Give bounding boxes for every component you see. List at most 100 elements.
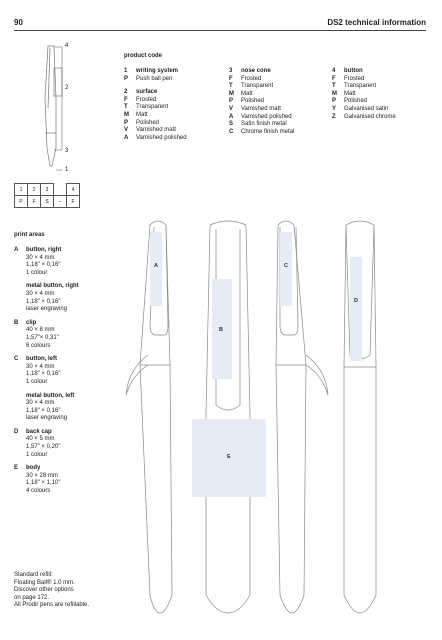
code-option: F Frosted [332, 76, 432, 84]
print-areas-heading: print areas [14, 232, 45, 238]
option-label: Transparent [344, 83, 377, 90]
print-area-title: back cap [26, 428, 52, 435]
print-area-spec: 1 colour [26, 451, 48, 458]
print-area-code: D [14, 428, 19, 435]
code-group-number: 2 [124, 89, 128, 96]
option-code: T [124, 104, 128, 111]
table-cell: F [66, 195, 80, 208]
option-label: Frosted [344, 75, 365, 82]
option-code: P [124, 119, 129, 126]
option-code: M [229, 90, 234, 97]
table-cell: 3 [40, 183, 54, 196]
option-code: M [332, 90, 337, 97]
footnote-line: Standard refill: [14, 572, 53, 578]
page-number: 90 [14, 18, 23, 27]
print-area-spec: 30 × 4 mm [26, 254, 55, 261]
code-group-title: button [344, 68, 363, 74]
print-area-spec: 1,57" × 0,20" [26, 444, 61, 451]
callout-1: 1 [65, 167, 69, 173]
code-group-number: 4 [332, 68, 336, 74]
print-area-title: button, right [26, 247, 62, 253]
print-area-title: clip [26, 319, 37, 326]
print-area-b [212, 279, 232, 379]
callout-4: 4 [65, 43, 69, 49]
print-area-code: C [14, 356, 19, 363]
table-cell: 1 [14, 183, 28, 196]
print-area-e-label: E [227, 454, 231, 460]
option-code: F [332, 75, 336, 82]
option-code: T [332, 83, 336, 90]
option-code: C [229, 128, 234, 135]
print-area-c-label: C [284, 263, 288, 269]
print-area-title: button, left [26, 356, 57, 363]
pen-2-outline [205, 220, 251, 614]
pen-drawings [125, 220, 377, 614]
code-option: T Transparent [332, 83, 432, 91]
option-code: A [229, 113, 234, 120]
product-code-table: 1 2 3 4 P F S – F [14, 183, 80, 208]
print-area-spec: 30 × 28 mm [26, 472, 58, 479]
option-label: Chrome finish metal [241, 128, 295, 135]
print-area-b-label: B [219, 327, 223, 333]
table-cell: – [53, 195, 67, 208]
code-group-title: writing system [136, 68, 179, 74]
print-area-spec: 40 × 8 mm [26, 327, 55, 334]
table-cell: S [40, 195, 54, 208]
option-label: Satin finish metal [241, 121, 287, 128]
option-label: Varnished polished [136, 134, 187, 141]
print-area-d [350, 257, 362, 361]
pen-4-outline [343, 220, 377, 614]
option-label: Varnished matt [136, 127, 176, 134]
table-cell: P [14, 195, 28, 208]
print-area-title: metal button, left [26, 392, 75, 399]
footnote-line: Discover other options [14, 587, 74, 594]
print-area-spec: 30 × 4 mm [26, 290, 55, 297]
code-group-title: nose cone [241, 68, 271, 74]
option-code: P [332, 98, 337, 105]
option-code: P [229, 98, 234, 105]
print-area-spec: 1,18" × 0,16" [26, 262, 61, 269]
footnote-line: Floating Ball® 1.0 mm. [14, 579, 75, 586]
print-area-c [280, 232, 292, 306]
code-option: T Transparent [229, 83, 329, 91]
option-label: Frosted [241, 75, 262, 82]
option-code: Y [332, 105, 337, 112]
option-label: Varnished polished [241, 113, 292, 120]
footnote-line: All Prodir pens are refillable. [14, 602, 90, 609]
code-group-title: surface [136, 89, 158, 96]
print-area-spec: 1 colour [26, 269, 48, 276]
print-area-spec: 1,18" × 0,16" [26, 407, 61, 414]
option-label: Transparent [241, 83, 274, 90]
product-code-heading: product code [124, 53, 163, 59]
code-option: M Matt [332, 91, 432, 99]
option-label: Matt [344, 90, 356, 97]
option-label: Galvanised chrome [344, 113, 396, 120]
callout-2: 2 [65, 85, 69, 91]
print-area-spec: 30 × 4 mm [26, 400, 55, 407]
pen-thumbnail [44, 45, 63, 171]
option-code: T [229, 83, 233, 90]
print-area-spec: 1,18" × 0,16" [26, 371, 61, 378]
table-cell: 4 [66, 183, 80, 196]
print-area-e [192, 419, 266, 497]
